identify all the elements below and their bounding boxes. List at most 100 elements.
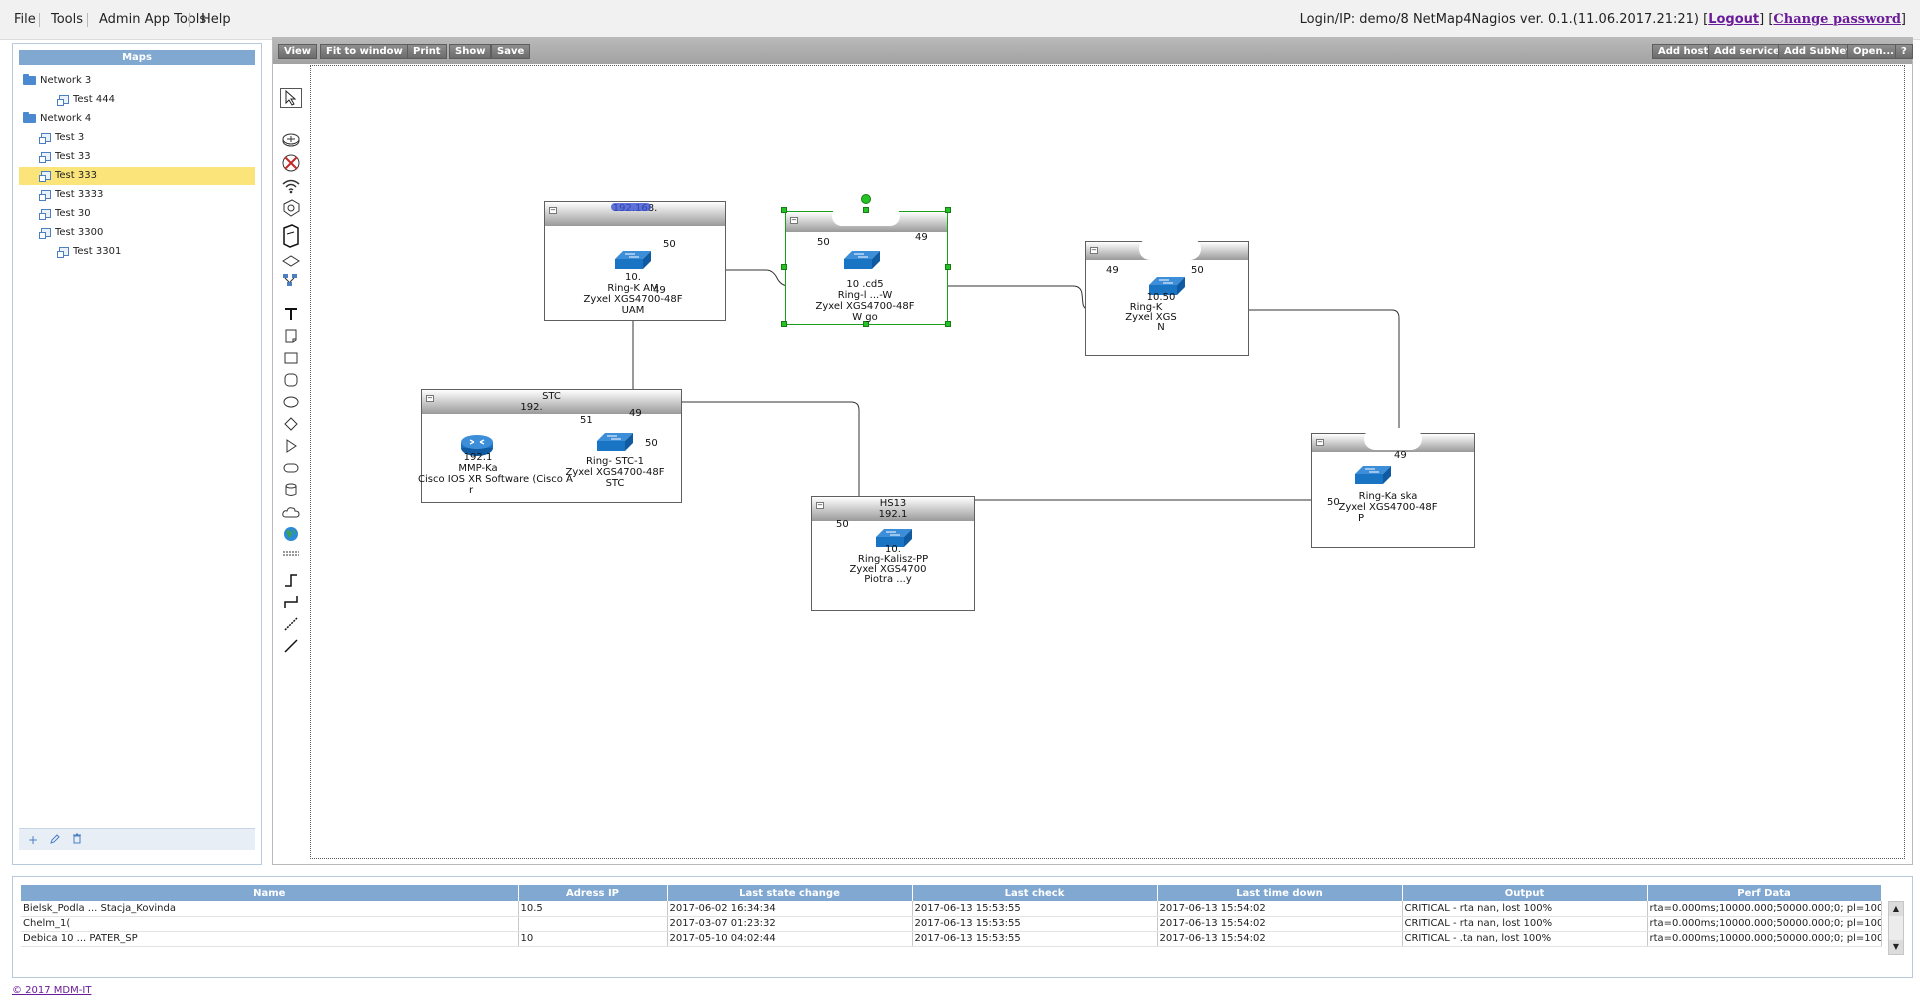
network-group-tool[interactable] — [280, 270, 302, 290]
maps-panel-header: Maps — [19, 50, 255, 65]
switch-icon[interactable] — [1147, 275, 1187, 297]
switch-icon[interactable] — [1353, 464, 1393, 486]
resize-handle[interactable] — [945, 207, 951, 213]
column-header-last-state-change[interactable]: Last state change — [667, 885, 913, 901]
print-button[interactable]: Print — [407, 44, 447, 59]
resize-handle[interactable] — [863, 321, 869, 327]
scroll-track[interactable] — [1889, 916, 1903, 940]
tree-item-label: Test 3301 — [73, 246, 122, 257]
switch-icon[interactable] — [842, 249, 882, 271]
globe-tool[interactable] — [280, 524, 302, 544]
storage-tool[interactable] — [280, 198, 302, 218]
column-header-output[interactable]: Output — [1402, 885, 1648, 901]
map-canvas[interactable]: − 192.168. 50 49 10. Ring-K AM Zyxel XGS… — [310, 65, 1905, 859]
add-host-button[interactable]: Add host — [1652, 44, 1715, 59]
tree-map-item[interactable]: Test 30 — [19, 205, 255, 223]
cylinder-tool[interactable] — [280, 480, 302, 500]
elbow-connector-2-tool[interactable] — [280, 592, 302, 612]
column-header-perf-data[interactable]: Perf Data — [1647, 885, 1882, 901]
switch-icon[interactable] — [874, 527, 914, 549]
group-right-top[interactable]: − — [1085, 241, 1249, 356]
resize-handle[interactable] — [863, 207, 869, 213]
table-row[interactable]: Debica 10 ... PATER_SP 10 2017-05-10 04:… — [21, 931, 1882, 947]
pill-tool[interactable] — [280, 458, 302, 478]
rectangle-tool[interactable] — [280, 348, 302, 368]
edit-map-button[interactable] — [47, 832, 63, 848]
table-row[interactable]: Chelm_1( 2017-03-07 01:23:32 2017-06-13 … — [21, 916, 1882, 932]
network-diamond-tool[interactable] — [280, 251, 302, 271]
status-scrollbar[interactable]: ▲ ▼ — [1888, 901, 1904, 955]
scroll-up-icon[interactable]: ▲ — [1889, 902, 1903, 916]
collapse-button[interactable]: − — [549, 206, 557, 214]
resize-handle[interactable] — [781, 264, 787, 270]
delete-map-button[interactable] — [69, 832, 85, 848]
show-button[interactable]: Show — [449, 44, 492, 59]
menu-admin-app-tools[interactable]: Admin App Tools — [99, 12, 207, 27]
table-row[interactable]: Bielsk_Podla ... Stacja_Kovinda 10.5 201… — [21, 901, 1882, 917]
tree-map-item[interactable]: Test 3300 — [19, 224, 255, 242]
straight-line-tool[interactable] — [280, 636, 302, 656]
add-map-button[interactable]: + — [27, 833, 39, 847]
port-label: 49 — [653, 285, 666, 296]
server-tool[interactable] — [280, 223, 302, 249]
rounded-rect-tool[interactable] — [280, 370, 302, 390]
cloud-tool[interactable] — [280, 502, 302, 522]
scroll-down-icon[interactable]: ▼ — [1889, 940, 1903, 954]
column-header-name[interactable]: Name — [21, 885, 519, 901]
column-header-last-check[interactable]: Last check — [912, 885, 1158, 901]
collapse-button[interactable]: − — [1090, 246, 1098, 254]
column-header-ip[interactable]: Adress IP — [518, 885, 668, 901]
router-icon[interactable] — [459, 433, 495, 457]
logout-link[interactable]: Logout — [1708, 12, 1760, 27]
dashed-line-tool[interactable] — [280, 543, 302, 563]
triangle-tool[interactable] — [280, 436, 302, 456]
column-header-last-time-down[interactable]: Last time down — [1157, 885, 1403, 901]
menu-tools[interactable]: Tools — [51, 12, 84, 27]
ellipse-tool[interactable] — [280, 392, 302, 412]
tree-folder-item[interactable]: Network 3 — [19, 72, 255, 90]
wifi-tool[interactable] — [280, 176, 302, 196]
blocked-router-tool[interactable] — [280, 153, 302, 173]
map-toolbar: View Fit to window Print Show Save Add h… — [273, 38, 1913, 64]
dotted-line-tool[interactable] — [280, 614, 302, 634]
pointer-icon — [285, 90, 297, 106]
node-model: Zyxel XGS4700-48F — [1338, 502, 1438, 513]
collapse-button[interactable]: − — [426, 394, 434, 402]
switch-icon[interactable] — [595, 431, 635, 453]
group-hs13[interactable]: − HS13 192.1 — [811, 496, 975, 611]
tree-map-item[interactable]: Test 3333 — [19, 186, 255, 204]
add-subnet-button[interactable]: Add SubNet — [1778, 44, 1857, 59]
rotate-handle[interactable] — [861, 194, 871, 204]
help-button[interactable]: ? — [1895, 44, 1913, 59]
add-service-button[interactable]: Add service — [1708, 44, 1786, 59]
pointer-tool[interactable] — [280, 88, 302, 108]
fit-to-window-button[interactable]: Fit to window — [320, 44, 409, 59]
resize-handle[interactable] — [781, 207, 787, 213]
tree-map-item[interactable]: Test 333 — [19, 167, 255, 185]
save-button[interactable]: Save — [491, 44, 531, 59]
change-password-link[interactable]: Change password — [1773, 12, 1901, 27]
tree-map-item[interactable]: Test 3 — [19, 129, 255, 147]
text-tool[interactable] — [280, 304, 302, 324]
view-button[interactable]: View — [278, 44, 318, 59]
collapse-button[interactable]: − — [790, 216, 798, 224]
switch-icon[interactable] — [613, 249, 653, 271]
elbow-connector-tool[interactable] — [280, 570, 302, 590]
copyright-link[interactable]: © 2017 MDM-IT — [12, 985, 92, 996]
cell-output: CRITICAL - rta nan, lost 100% — [1402, 901, 1648, 917]
open-button[interactable]: Open... — [1847, 44, 1900, 59]
resize-handle[interactable] — [781, 321, 787, 327]
resize-handle[interactable] — [945, 321, 951, 327]
router-tool[interactable] — [280, 130, 302, 150]
collapse-button[interactable]: − — [1316, 438, 1324, 446]
menu-file[interactable]: File — [14, 12, 36, 27]
tree-folder-item[interactable]: Network 4 — [19, 110, 255, 128]
menu-help[interactable]: Help — [201, 12, 231, 27]
diamond-tool[interactable] — [280, 414, 302, 434]
tree-map-item[interactable]: Test 444 — [19, 91, 255, 109]
tree-map-item[interactable]: Test 3301 — [19, 243, 255, 261]
collapse-button[interactable]: − — [816, 501, 824, 509]
resize-handle[interactable] — [945, 264, 951, 270]
note-tool[interactable] — [280, 326, 302, 346]
tree-map-item[interactable]: Test 33 — [19, 148, 255, 166]
